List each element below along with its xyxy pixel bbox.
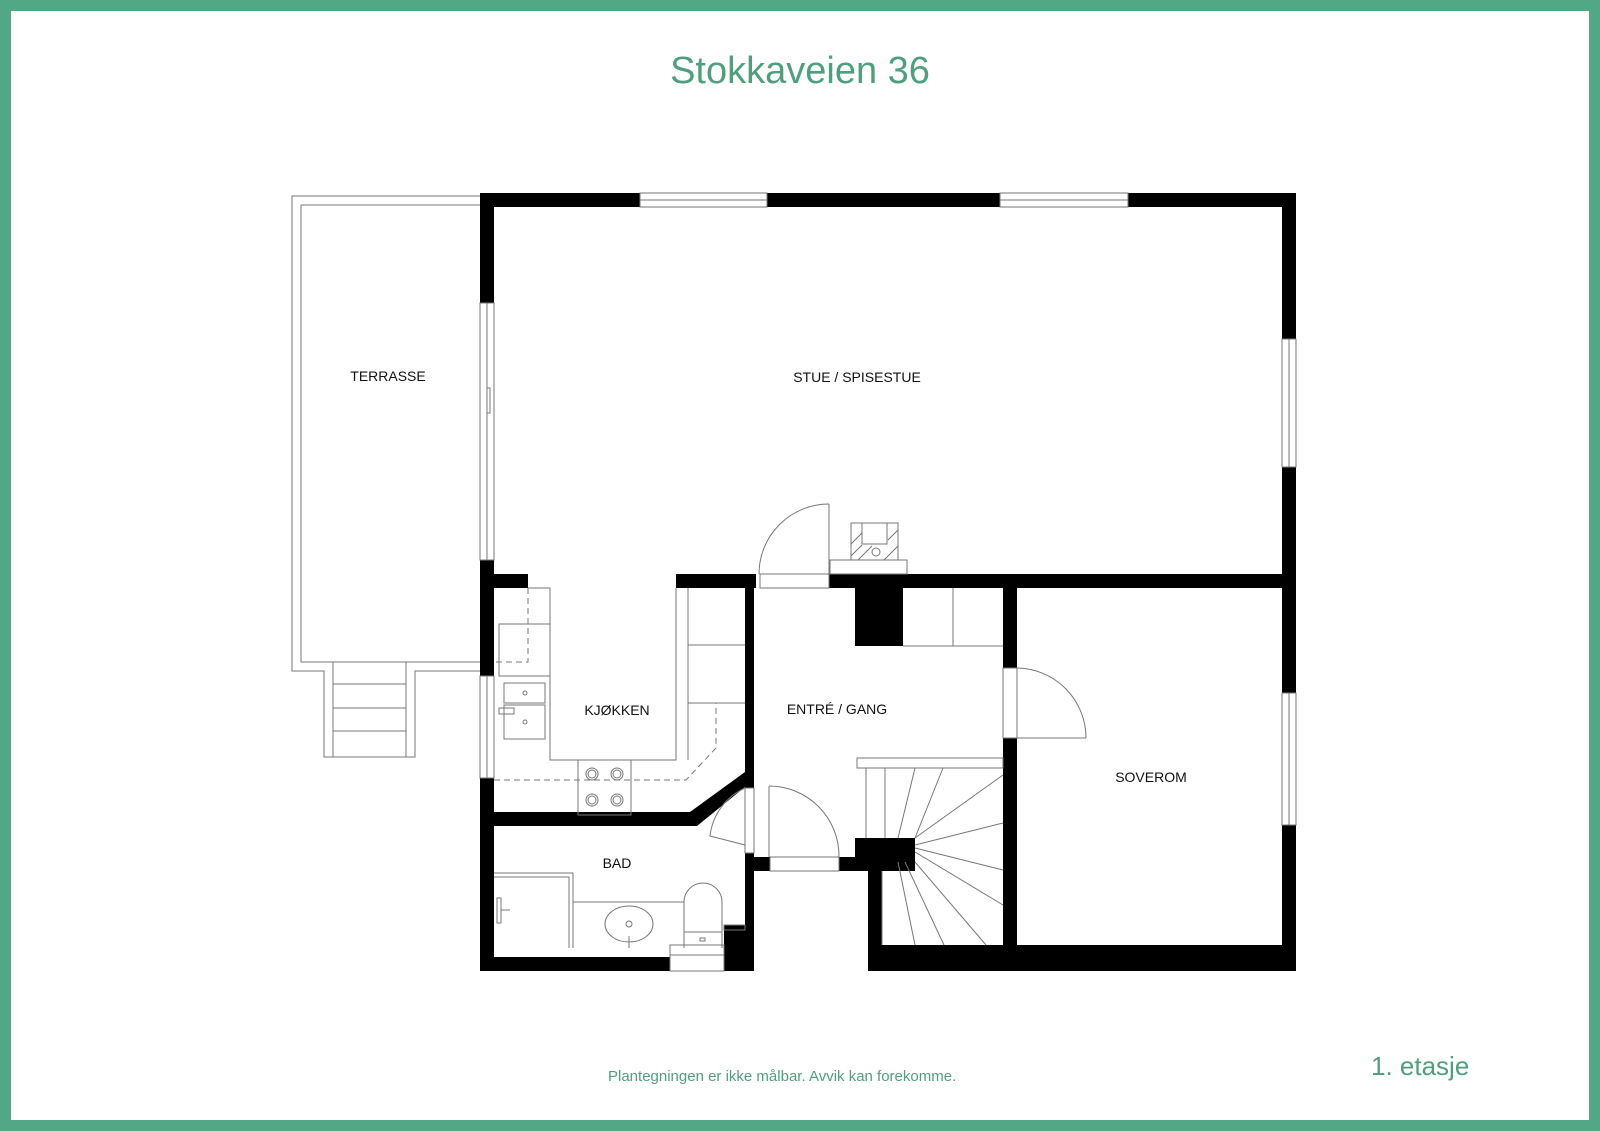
windows (479, 192, 1297, 972)
terrace (291, 195, 480, 758)
fireplace (829, 522, 908, 575)
room-label-bad: BAD (603, 855, 632, 871)
room-label-entre: ENTRÉ / GANG (787, 701, 887, 717)
floor-label: 1. etasje (1371, 1051, 1470, 1081)
staircase (856, 757, 1004, 946)
room-label-kjokken: KJØKKEN (584, 702, 649, 718)
kitchen-fixtures (494, 587, 745, 816)
room-label-terrasse: TERRASSE (350, 368, 425, 384)
room-label-soverom: SOVEROM (1115, 769, 1187, 785)
page-title: Stokkaveien 36 (670, 50, 930, 92)
walls (480, 193, 1296, 971)
room-label-stue: STUE / SPISESTUE (793, 369, 921, 385)
doors (709, 503, 1087, 872)
bath-fixtures (494, 872, 746, 948)
entre-closet (903, 588, 1003, 647)
disclaimer-text: Plantegningen er ikke målbar. Avvik kan … (608, 1068, 957, 1085)
